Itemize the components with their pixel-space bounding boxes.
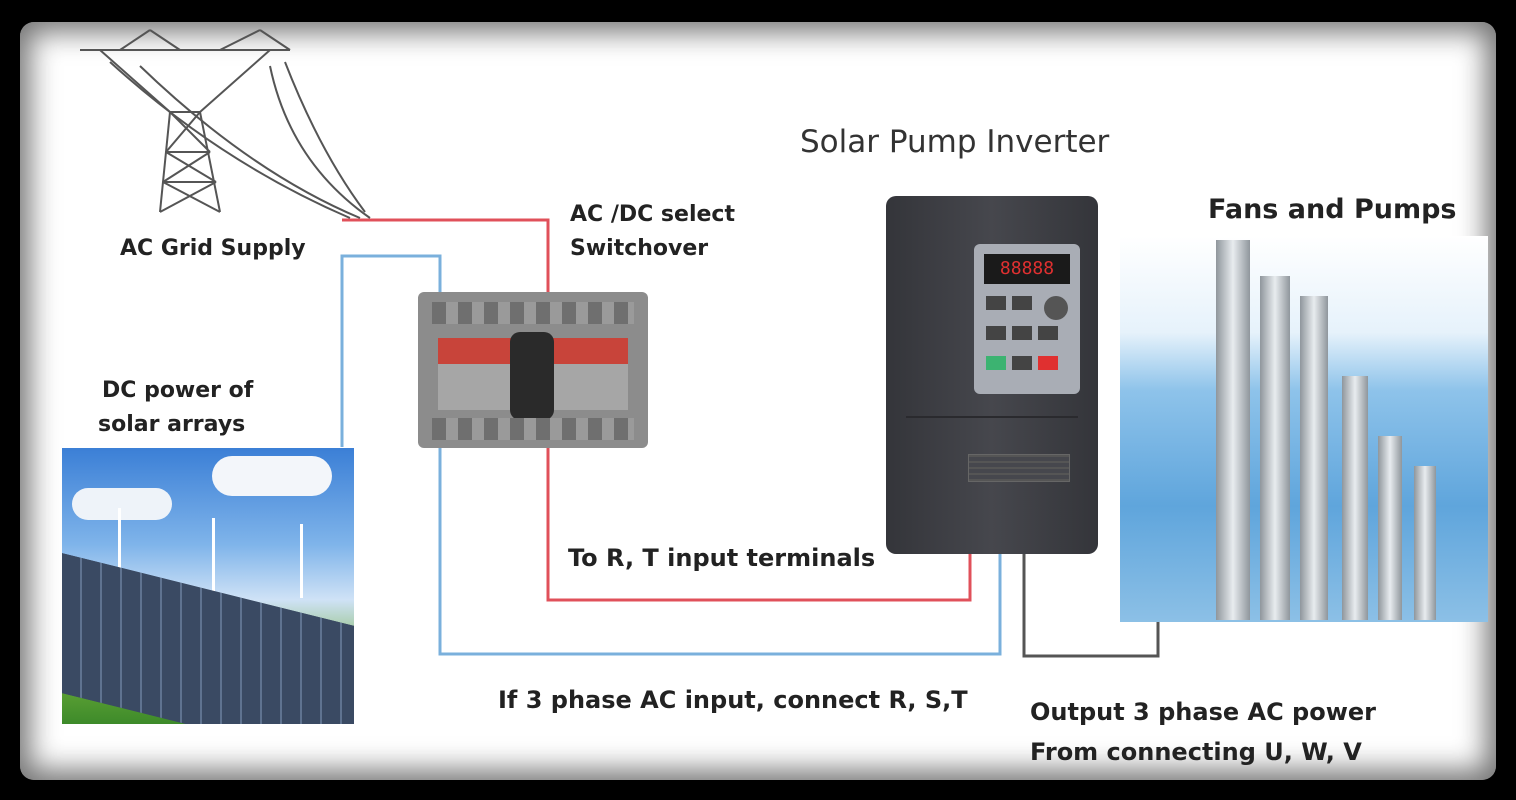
wind-turbine-icon xyxy=(212,518,215,598)
three-phase-input-label: If 3 phase AC input, connect R, S,T xyxy=(498,686,968,714)
wind-turbine-icon xyxy=(118,508,121,598)
cloud-shape xyxy=(72,488,172,520)
cloud-shape xyxy=(212,456,332,496)
dc-power-label-line1: DC power of xyxy=(102,378,254,403)
pump-cylinder xyxy=(1260,276,1290,620)
diagram-canvas: 88888 xyxy=(20,22,1496,780)
switch-rotary-handle xyxy=(510,332,554,420)
wind-turbine-icon xyxy=(300,524,303,598)
switch-bottom-terminals xyxy=(432,418,634,440)
inverter-keypad-panel: 88888 xyxy=(974,244,1080,394)
solar-pump-inverter-title: Solar Pump Inverter xyxy=(800,124,1110,160)
solar-arrays-photo xyxy=(62,448,354,724)
pump-cylinder xyxy=(1300,296,1328,620)
ac-grid-supply-label: AC Grid Supply xyxy=(120,236,306,261)
dc-power-label-line2: solar arrays xyxy=(98,412,246,437)
pump-cylinder xyxy=(1342,376,1368,620)
switch-top-terminals xyxy=(432,302,634,324)
solar-pump-inverter-device: 88888 xyxy=(886,196,1098,554)
output-label-line1: Output 3 phase AC power xyxy=(1030,698,1376,726)
red-wire-grid-to-switch xyxy=(342,218,550,300)
keypad-buttons xyxy=(986,296,1068,382)
inverter-lower-panel xyxy=(906,416,1078,418)
transmission-tower-icon xyxy=(80,29,371,219)
output-label-line2: From connecting U, W, V xyxy=(1030,738,1362,766)
solar-panel-array xyxy=(62,548,354,724)
blue-wire-solar-to-junction xyxy=(340,254,1002,656)
wiring-layer xyxy=(80,29,1160,658)
inverter-nameplate xyxy=(968,454,1070,482)
inverter-display: 88888 xyxy=(984,254,1070,284)
red-wire-switch-to-inverter xyxy=(546,442,972,602)
pump-cylinder xyxy=(1216,240,1250,620)
pump-cylinder xyxy=(1378,436,1402,620)
pumps-photo xyxy=(1120,236,1488,622)
acdc-select-label-line2: Switchover xyxy=(570,236,709,261)
acdc-switch-device xyxy=(418,292,648,448)
acdc-select-label-line1: AC /DC select xyxy=(570,202,735,227)
pump-cylinder xyxy=(1414,466,1436,620)
gray-wire-inverter-to-pumps xyxy=(1022,552,1160,658)
to-rt-terminals-label: To R, T input terminals xyxy=(568,544,876,572)
fans-and-pumps-title: Fans and Pumps xyxy=(1208,194,1457,225)
